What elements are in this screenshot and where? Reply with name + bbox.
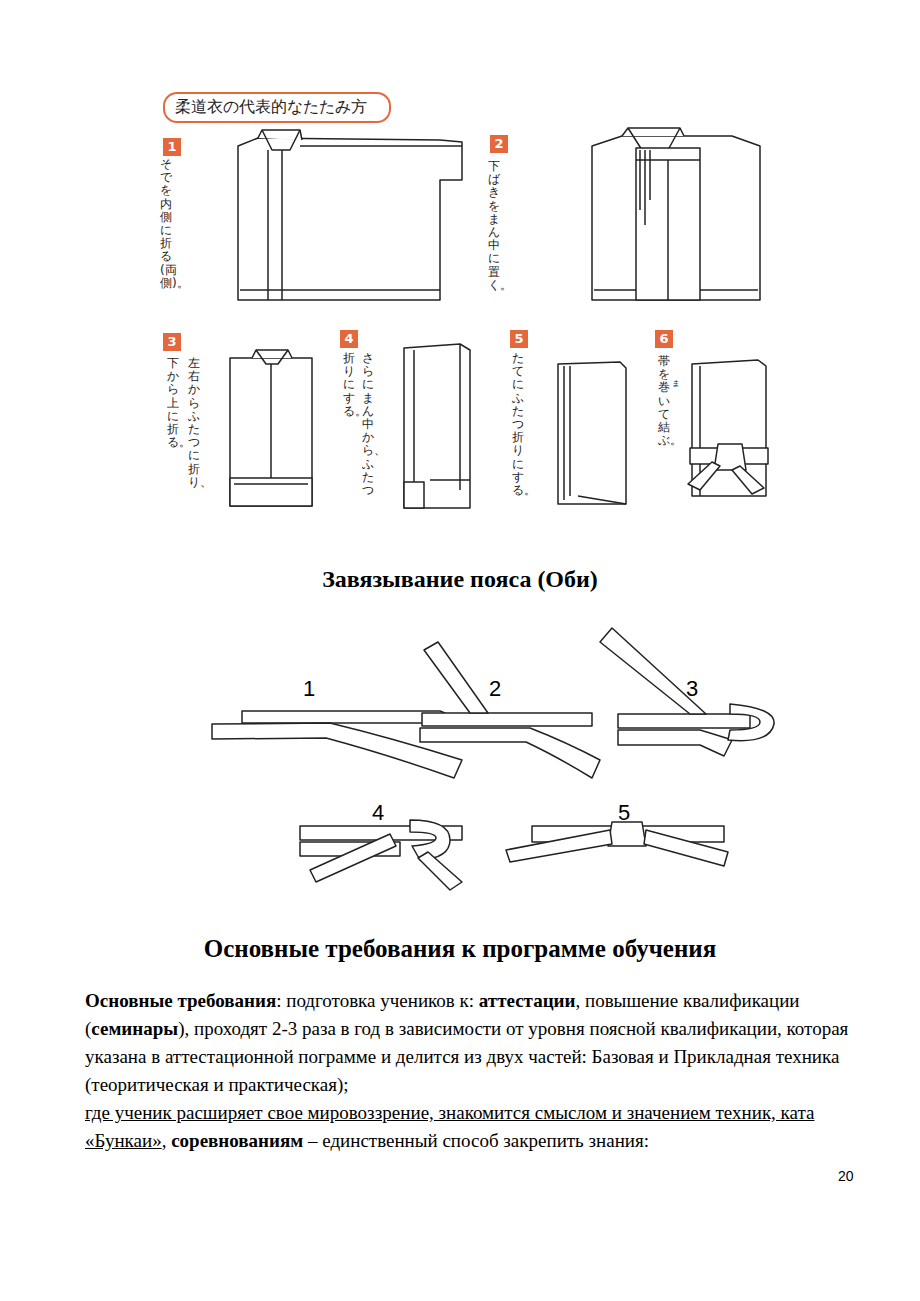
vertical-caption: さらにまん中から、ふたつ bbox=[362, 352, 374, 497]
number-text: 2 bbox=[494, 136, 503, 151]
step-number: 3 bbox=[163, 333, 181, 351]
page-number: 20 bbox=[838, 1168, 854, 1184]
bold-text: Основные требования bbox=[85, 990, 276, 1011]
belt-step4 bbox=[300, 820, 462, 890]
body-text: ), проходят 2-3 раза в год в зависимости… bbox=[85, 1018, 848, 1095]
vertical-caption: 帯を巻いて結ぶ。 bbox=[658, 355, 670, 447]
section-heading: Основные требования к программе обучения bbox=[0, 935, 920, 963]
bold-text: семинары bbox=[91, 1018, 178, 1039]
gi-step6 bbox=[688, 360, 768, 496]
callout-number: 2 bbox=[489, 676, 501, 702]
number-text: 1 bbox=[167, 139, 176, 154]
vertical-caption: 下から上に折る。 bbox=[167, 357, 179, 449]
callout-number: 3 bbox=[686, 676, 698, 702]
title-box: 柔道衣の代表的なたたみ方 bbox=[163, 92, 391, 123]
vertical-caption: 折りにする。 bbox=[343, 352, 355, 418]
step-number: 2 bbox=[490, 135, 508, 153]
body-text: , bbox=[162, 1130, 167, 1151]
vertical-caption: たてにふたつ折りにする。 bbox=[512, 352, 524, 497]
belt-step2 bbox=[420, 642, 600, 778]
gi-step1 bbox=[238, 130, 462, 300]
body-paragraph: Основные требования: подготовка учеников… bbox=[85, 987, 855, 1155]
gi-step5 bbox=[558, 362, 626, 504]
bold-text: аттестации bbox=[479, 990, 576, 1011]
gi-step4 bbox=[404, 344, 470, 508]
bold-text: соревнованиям bbox=[171, 1130, 303, 1151]
step-number: 1 bbox=[163, 138, 181, 156]
belt-step5 bbox=[506, 822, 728, 866]
number-text: 6 bbox=[659, 331, 668, 346]
body-text: – единственный способ закрепить знания: bbox=[308, 1130, 649, 1151]
number-text: 3 bbox=[167, 334, 176, 349]
step-number: 6 bbox=[655, 330, 673, 348]
vertical-caption: そでを内側に折る(両側)。 bbox=[160, 158, 172, 290]
step-number: 5 bbox=[510, 330, 528, 348]
gi-step3 bbox=[230, 350, 312, 506]
callout-number: 4 bbox=[372, 800, 384, 826]
section-heading: Завязывание пояса (Оби) bbox=[0, 566, 920, 593]
number-text: 5 bbox=[514, 331, 523, 346]
callout-number: 1 bbox=[303, 676, 315, 702]
callout-number: 5 bbox=[618, 800, 630, 826]
vertical-caption: 下ばきをまん中に置く。 bbox=[488, 160, 500, 292]
gi-step2 bbox=[592, 128, 760, 300]
vertical-caption: 左右からふたつに折り、 bbox=[188, 357, 200, 489]
number-text: 4 bbox=[344, 331, 353, 346]
furigana: ま bbox=[672, 380, 680, 389]
body-text: : подготовка учеников к: bbox=[276, 990, 474, 1011]
step-number: 4 bbox=[340, 330, 358, 348]
belt-step3 bbox=[600, 628, 774, 756]
title-text: 柔道衣の代表的なたたみ方 bbox=[175, 97, 367, 116]
